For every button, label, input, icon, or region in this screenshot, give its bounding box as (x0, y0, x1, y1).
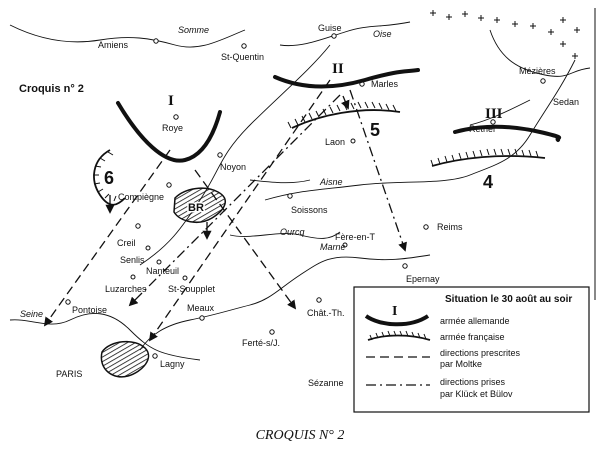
map-title: Croquis n° 2 (19, 83, 84, 95)
somme-river (9, 24, 246, 48)
town-lagny-label: Lagny (160, 359, 185, 369)
moltke-arrow-2 (148, 79, 331, 342)
paris-area (100, 340, 150, 378)
aisne-river (264, 59, 576, 201)
taken-arrow-2 (128, 94, 341, 307)
small-arrows (105, 95, 350, 240)
german-army-3-label: III (485, 106, 503, 122)
town-pontoise-label: Pontoise (72, 305, 107, 315)
legend-german-symbol (364, 314, 430, 327)
river-seine-label: Seine (20, 309, 43, 319)
river-ourcq-label: Ourcq (280, 227, 305, 237)
town-epernay-label: Epernay (406, 274, 440, 284)
legend-title: Situation le 30 août au soir (445, 294, 572, 305)
legend-prescribed-line2: par Moltke (440, 359, 482, 369)
figure-caption: CROQUIS N° 2 (255, 428, 345, 443)
legend-french-symbol (367, 334, 431, 341)
town-guise-label: Guise (318, 23, 342, 33)
river-somme-label: Somme (178, 25, 209, 35)
kluck-bulow-directions (128, 89, 407, 307)
town-paris-label: PARIS (56, 369, 82, 379)
town-rethel-label: Rethel (469, 124, 495, 134)
vesle-river (249, 179, 311, 184)
french-army-4-label: 4 (483, 172, 493, 192)
town-laon-label: Laon (325, 137, 345, 147)
town-sedan-label: Sedan (553, 97, 579, 107)
german-army-1-label: I (168, 93, 174, 109)
legend-prescribed-line1: directions prescrites (440, 348, 521, 358)
frontier-crosses (430, 10, 580, 59)
french-armies (93, 101, 546, 206)
town-meaux-label: Meaux (187, 303, 215, 313)
town-senlis-label: Senlis (120, 255, 145, 265)
town-noyon-label: Noyon (220, 162, 246, 172)
oise-upper-river (279, 21, 411, 47)
town-roye-label: Roye (162, 123, 183, 133)
taken-arrow-1 (349, 89, 407, 252)
river-marne-label: Marne (320, 242, 346, 252)
ourcq-river (229, 231, 341, 239)
town-mezieres-label: Mézières (519, 66, 556, 76)
town-reims-label: Reims (437, 222, 463, 232)
german-army-2-line (273, 68, 420, 89)
town-nanteuil-label: Nanteuil (146, 266, 179, 276)
oise-river (139, 44, 331, 266)
legend-symbol-label: I (392, 304, 397, 319)
legend-taken-line2: par Klück et Bülov (440, 389, 513, 399)
moltke-directions (43, 79, 331, 342)
town-fere-en-t-label: Fère-en-T (335, 232, 376, 242)
town-st-soupplet-label: St-Soupplet (168, 284, 216, 294)
town-compiegne-label: Compiègne (118, 192, 164, 202)
german-armies (116, 68, 562, 163)
french-army-6-line (93, 149, 126, 206)
town-markers (65, 33, 546, 359)
chiers-river (489, 29, 591, 77)
town-sezanne-label: Sézanne (308, 378, 344, 388)
town-ferte-sj-label: Ferté-s/J. (242, 338, 280, 348)
legend: Situation le 30 août au soir I armée all… (353, 286, 590, 413)
town-st-quentin-label: St-Quentin (221, 52, 264, 62)
town-chat-th-label: Chât.-Th. (307, 308, 345, 318)
german-army-2-label: II (332, 61, 344, 77)
legend-box (353, 286, 590, 413)
moltke-arrow-1 (43, 149, 171, 327)
seine-river (9, 313, 201, 361)
town-luzarches-label: Luzarches (105, 284, 147, 294)
legend-taken-line1: directions prises (440, 377, 506, 387)
town-soissons-label: Soissons (291, 205, 328, 215)
legend-german-label: armée allemande (440, 316, 510, 326)
german-army-3-line (453, 124, 562, 142)
river-oise-label: Oise (373, 29, 392, 39)
river-aisne-label: Aisne (319, 177, 343, 187)
british-force-area (173, 187, 226, 224)
town-creil-label: Creil (117, 238, 136, 248)
french-army-5-label: 5 (370, 120, 380, 140)
town-marles-label: Marles (371, 79, 399, 89)
french-army-6-label: 6 (104, 168, 114, 188)
german-army-1-line (116, 101, 222, 163)
french-army-4-line (431, 155, 546, 167)
french-army-5-line (291, 109, 401, 129)
town-amiens-label: Amiens (98, 40, 129, 50)
british-force-label: BR (188, 202, 204, 214)
moltke-arrow-3 (194, 169, 297, 310)
meuse-river (469, 99, 531, 126)
legend-french-label: armée française (440, 332, 505, 342)
